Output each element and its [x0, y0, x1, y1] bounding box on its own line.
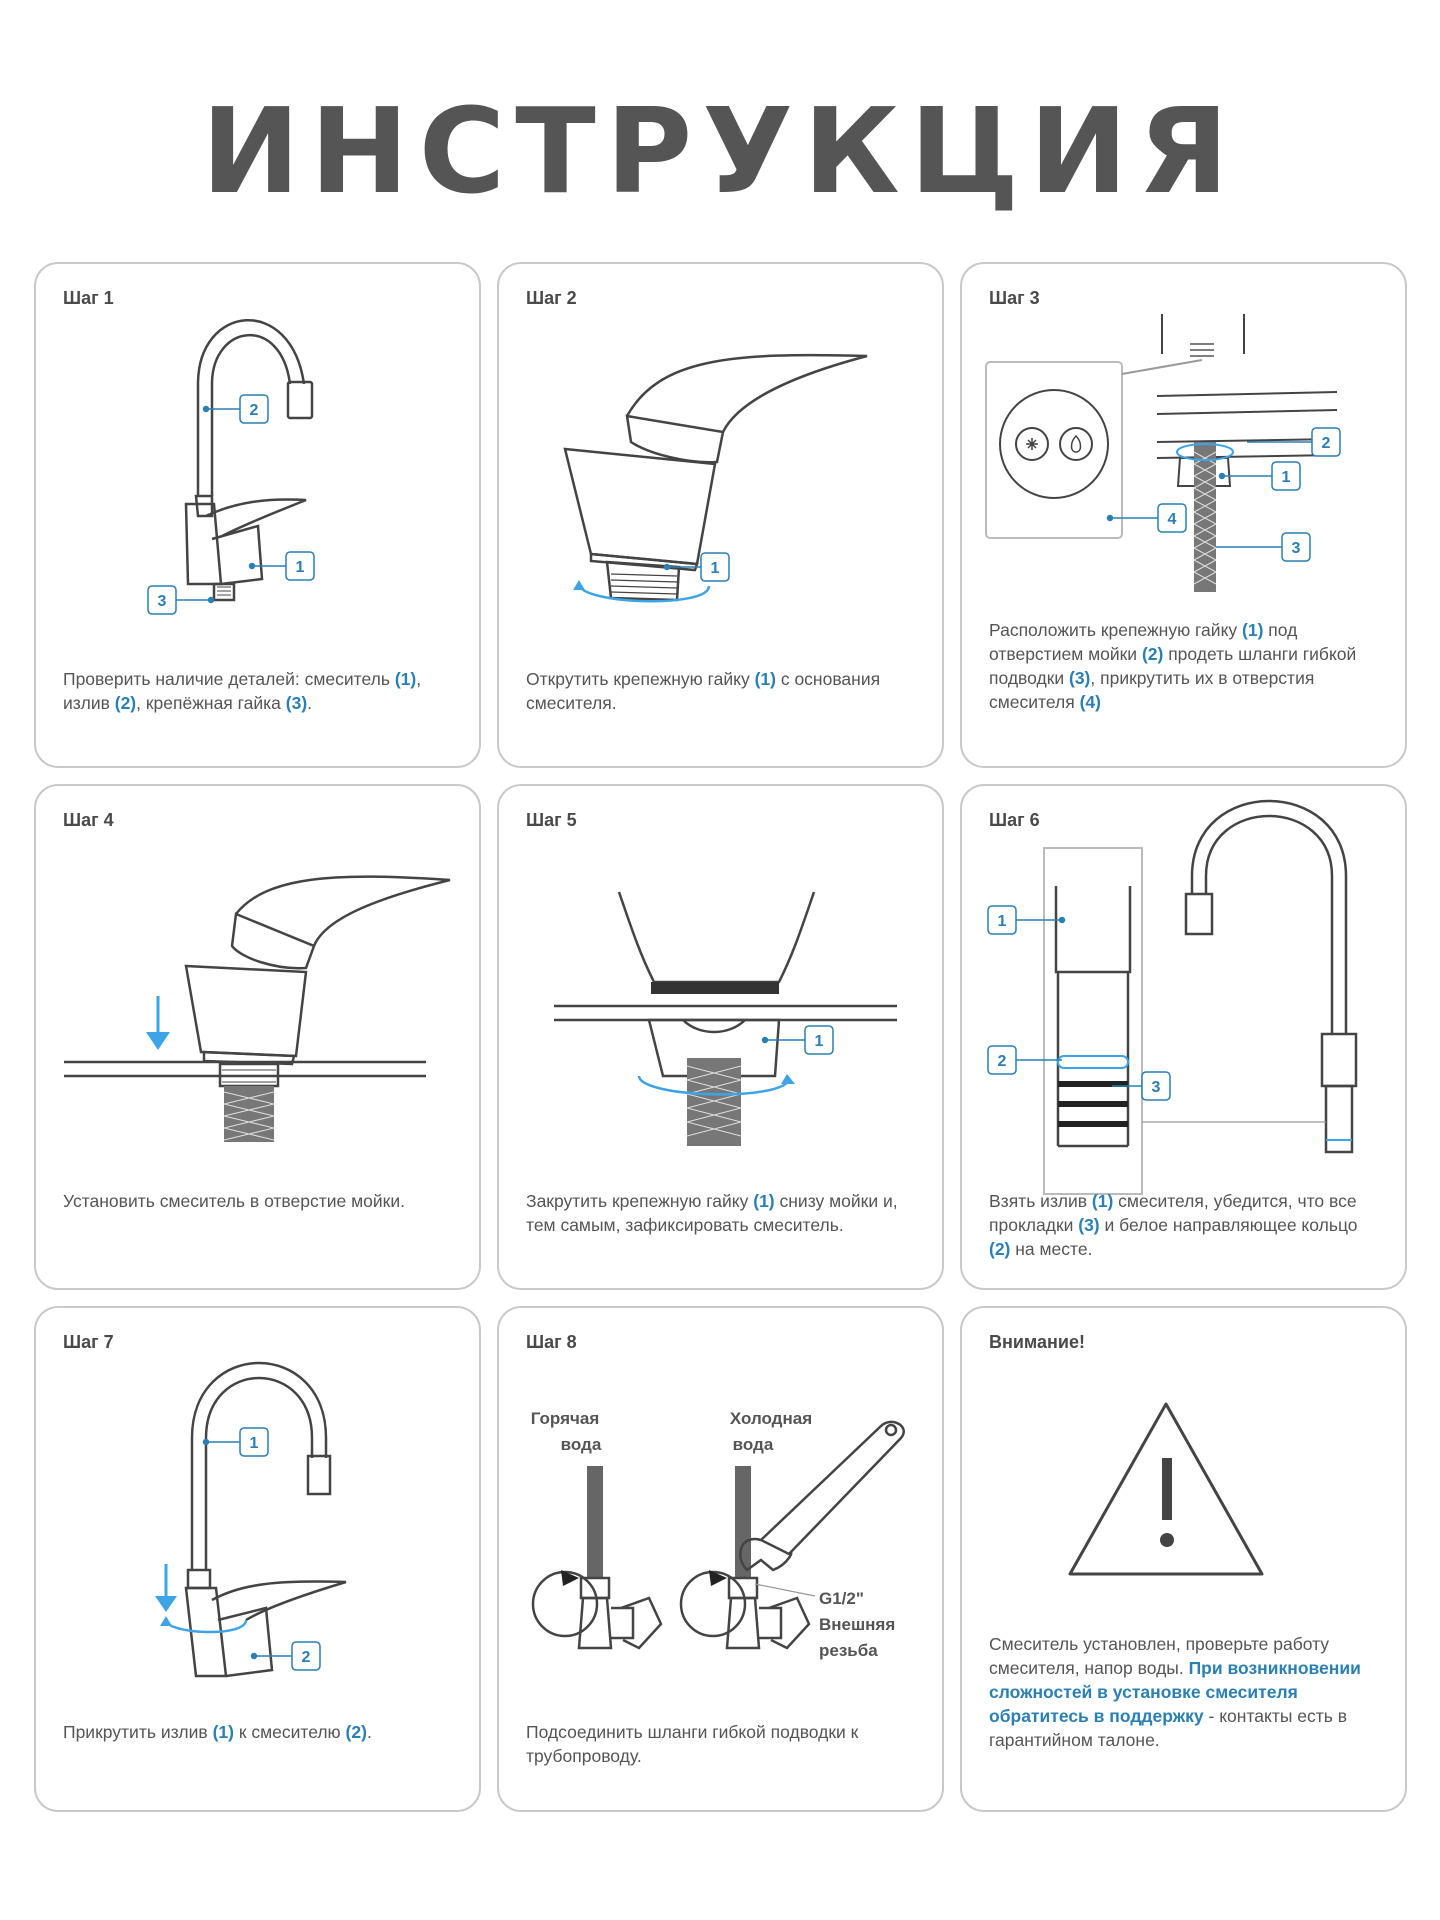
callout: 2	[302, 1649, 311, 1666]
callout: 2	[998, 1053, 1007, 1070]
step-label: Шаг 6	[989, 810, 1040, 830]
step-4-illustration	[64, 875, 451, 1142]
cold-water-label: вода	[733, 1435, 774, 1454]
callout: 1	[1282, 469, 1291, 486]
step-3-illustration: 2 1 4 3	[985, 314, 1341, 592]
step-2-illustration: 1	[563, 353, 868, 603]
warning-card: Внимание! Смеситель установлен, проверьт…	[960, 1306, 1407, 1812]
step-label: Шаг 1	[63, 288, 114, 308]
step-description: Прикрутить излив (1) к смесителю (2).	[63, 1722, 372, 1742]
warning-illustration	[1068, 1402, 1264, 1576]
step-label: Шаг 3	[989, 288, 1040, 308]
flame-icon	[1070, 434, 1082, 453]
step-label: Шаг 4	[63, 810, 114, 830]
page-title: ИНСТРУКЦИЯ	[201, 82, 1239, 220]
callout: 3	[158, 593, 167, 610]
callout: 4	[1168, 511, 1177, 528]
step-6-illustration: 1 2 3	[987, 799, 1358, 1195]
step-3-card: 2 1 4 3 Шаг 3 Расположить крепежную гайк…	[960, 262, 1407, 768]
step-label: Шаг 7	[63, 1332, 114, 1352]
hot-water-label: Горячая	[531, 1409, 600, 1428]
step-description: Открутить крепежную гайку (1) с основани…	[526, 669, 881, 713]
callout: 1	[711, 560, 720, 577]
step-7-card: 1 2 Шаг 7 Прикрутить излив (1) к смесите…	[34, 1306, 481, 1812]
callout: 2	[1322, 435, 1331, 452]
step-1-card: 2 1 3 Шаг 1 Проверить наличие деталей: с…	[34, 262, 481, 768]
thread-label: резьба	[819, 1641, 878, 1660]
callout: 1	[998, 913, 1007, 930]
thread-label: Внешняя	[819, 1615, 895, 1634]
step-description: Расположить крепежную гайку (1) под отве…	[989, 620, 1357, 712]
thread-label: G1/2"	[819, 1589, 864, 1608]
step-5-illustration: 1	[554, 891, 897, 1146]
step-2-card: 1 Шаг 2 Открутить крепежную гайку (1) с …	[497, 262, 944, 768]
step-description: Проверить наличие деталей: смеситель (1)…	[63, 669, 422, 713]
step-description: Установить смеситель в отверстие мойки.	[63, 1191, 405, 1211]
step-description: Взять излив (1) смесителя, убедится, что…	[989, 1191, 1358, 1259]
step-8-card: Горячая вода Холодная вода G1/2" Внешняя…	[497, 1306, 944, 1812]
step-1-illustration: 2 1 3	[147, 319, 315, 615]
callout: 1	[296, 559, 305, 576]
step-label: Шаг 2	[526, 288, 577, 308]
callout: 1	[250, 1435, 259, 1452]
spout-curve	[196, 319, 306, 496]
callout: 3	[1152, 1079, 1161, 1096]
hot-water-label: вода	[561, 1435, 602, 1454]
step-4-card: Шаг 4 Установить смеситель в отверстие м…	[34, 784, 481, 1290]
step-label: Шаг 5	[526, 810, 577, 830]
step-5-card: 1 Шаг 5 Закрутить крепежную гайку (1) сн…	[497, 784, 944, 1290]
warning-description: Смеситель установлен, проверьте работу с…	[989, 1634, 1361, 1750]
step-label: Шаг 8	[526, 1332, 577, 1352]
warning-icon	[1068, 1402, 1264, 1576]
snowflake-icon	[1026, 438, 1038, 450]
step-8-illustration: Горячая вода Холодная вода G1/2" Внешняя…	[531, 1409, 905, 1660]
step-7-illustration: 1 2	[155, 1361, 347, 1678]
instruction-grid: 2 1 3 Шаг 1 Проверить наличие деталей: с…	[34, 262, 1408, 1812]
callout: 2	[250, 402, 259, 419]
warning-label: Внимание!	[989, 1332, 1085, 1352]
callout: 1	[815, 1033, 824, 1050]
step-description: Подсоединить шланги гибкой подводки к тр…	[526, 1722, 859, 1766]
callout: 3	[1292, 540, 1301, 557]
step-description: Закрутить крепежную гайку (1) снизу мойк…	[526, 1191, 898, 1235]
cold-water-label: Холодная	[730, 1409, 812, 1428]
step-6-card: 1 2 3 Шаг 6 Взять излив (1) смесителя, у…	[960, 784, 1407, 1290]
